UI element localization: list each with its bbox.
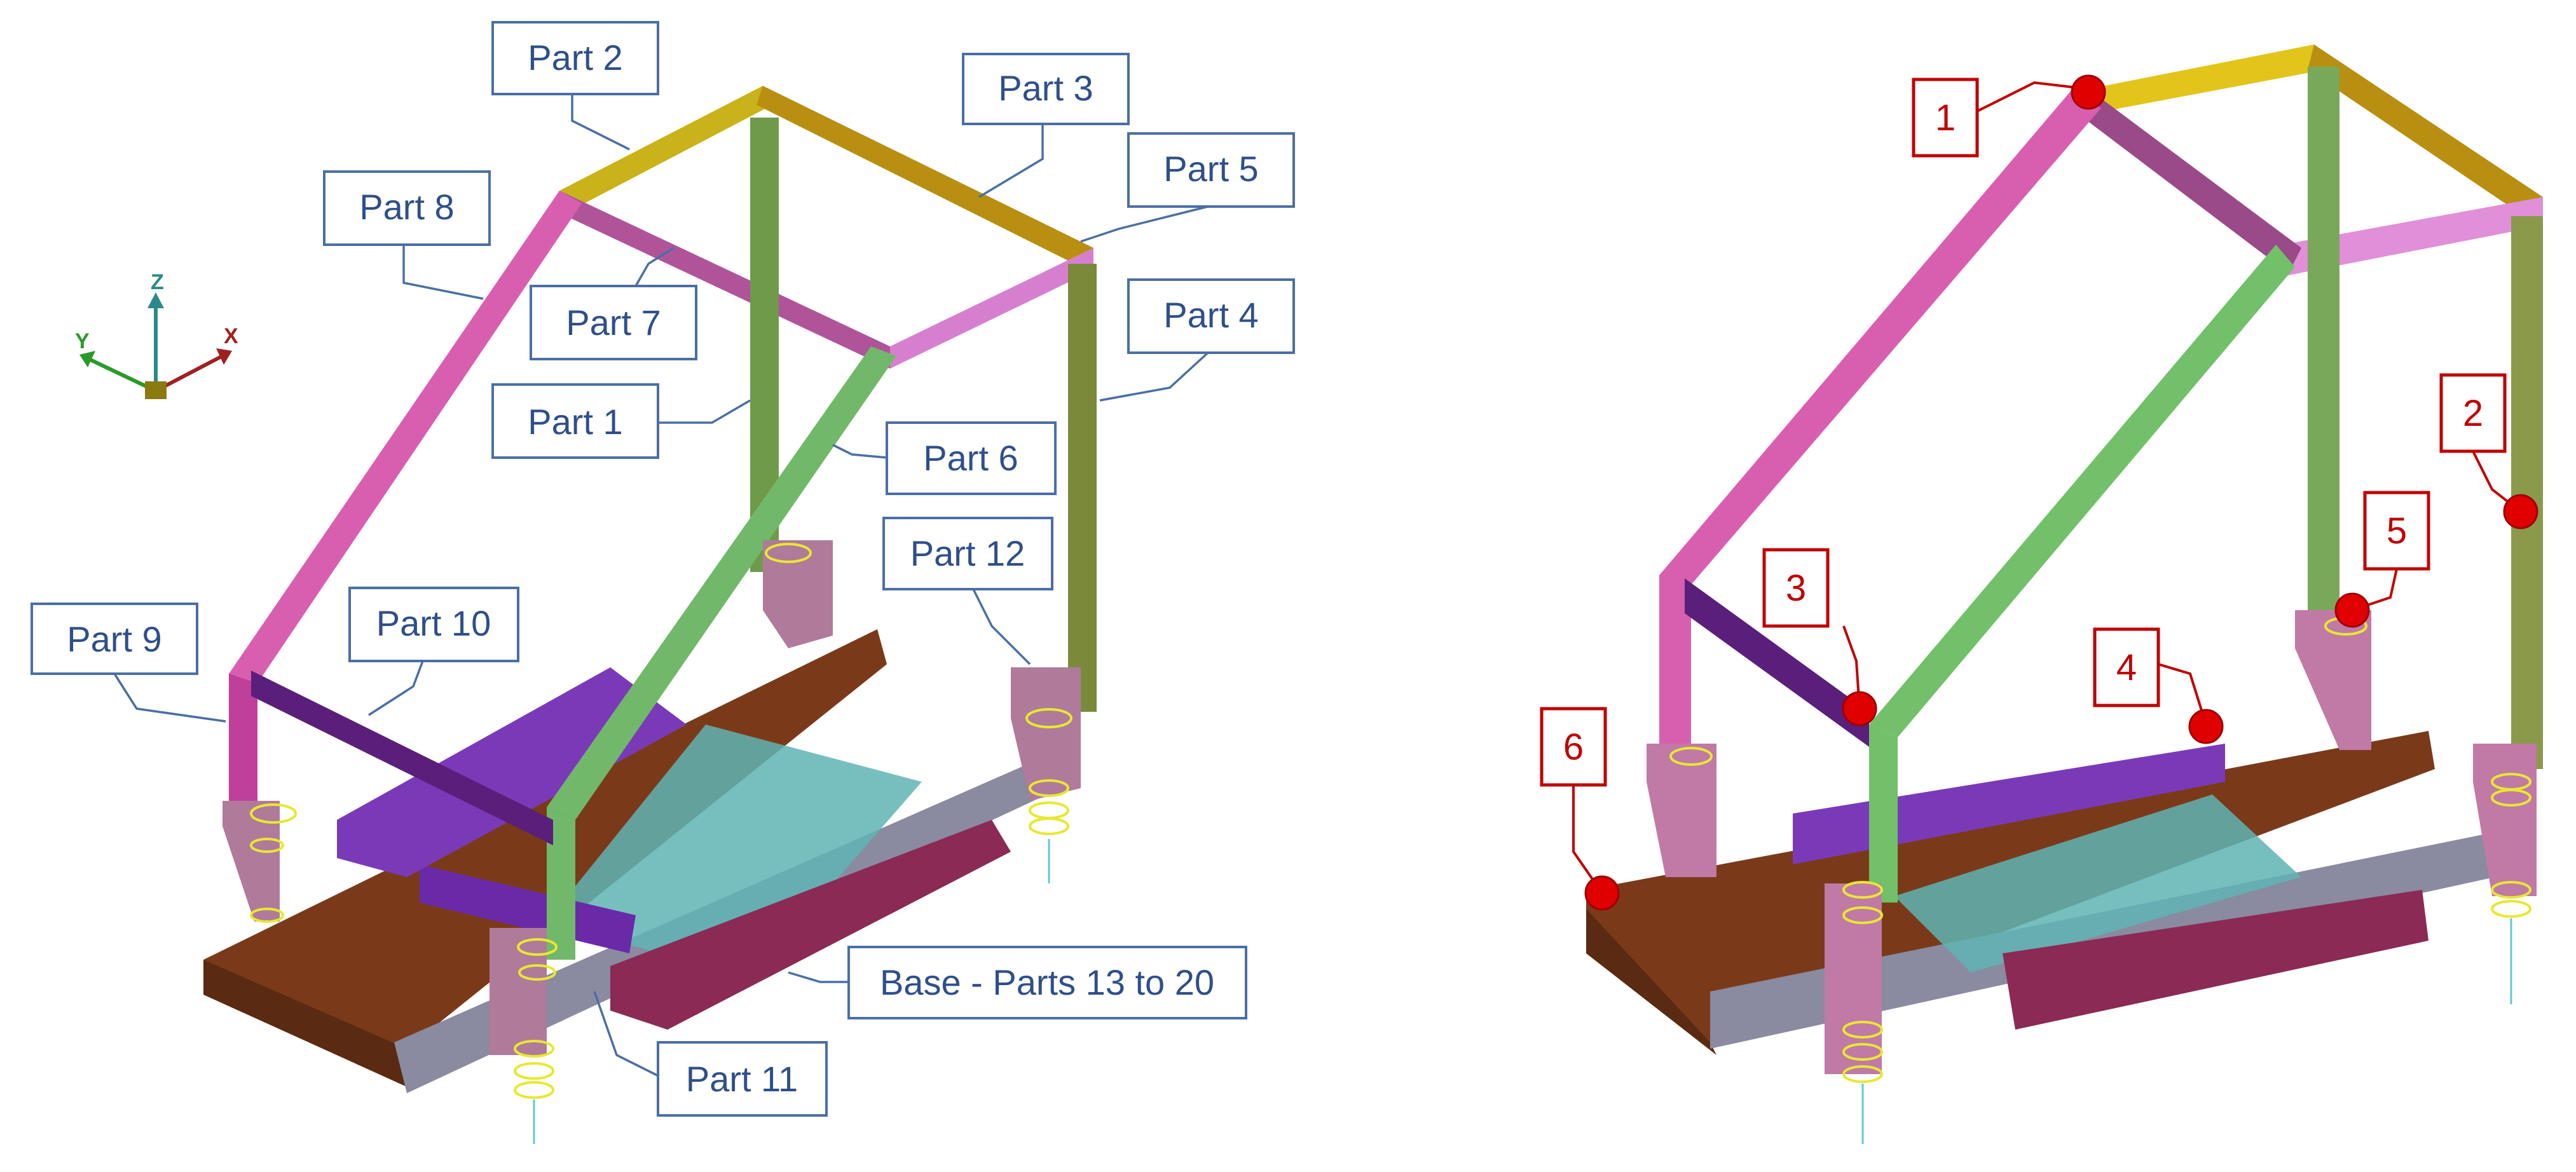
pad-right — [1011, 667, 1081, 801]
pad-back — [763, 540, 833, 648]
right-pad-center — [1825, 883, 1882, 1074]
svg-text:1: 1 — [1935, 97, 1956, 139]
right-part7-beam — [2079, 89, 2301, 273]
right-markers: 1 2 3 4 5 6 — [1540, 74, 2538, 911]
axis-z-label: Z — [151, 270, 164, 294]
right-part10-beam — [1685, 578, 1869, 747]
right-part2-beam — [2088, 44, 2324, 111]
part9-column — [229, 674, 257, 820]
callout-part2: Part 2 — [491, 21, 659, 151]
svg-text:Part 2: Part 2 — [528, 37, 622, 78]
part4-column — [1068, 264, 1097, 712]
callout-part12: Part 12 — [882, 517, 1053, 665]
right-pad-right — [2473, 744, 2537, 896]
right-purple-block — [1793, 744, 2225, 864]
callout-part8: Part 8 — [323, 170, 491, 300]
callout-part3: Part 3 — [962, 53, 1130, 198]
right-part4-column — [2511, 216, 2543, 769]
axis-triad: Z Y X — [75, 270, 238, 399]
right-part6-lower — [1869, 725, 1898, 903]
svg-text:6: 6 — [1563, 726, 1584, 768]
marker-1: 1 — [1912, 74, 2106, 158]
base-teal — [547, 725, 922, 979]
callout-part9: Part 9 — [31, 603, 226, 723]
spring-elements — [250, 543, 1072, 1099]
right-part8-diagonal — [1659, 89, 2101, 585]
right-part3-beam — [2308, 44, 2543, 222]
svg-text:Part 12: Part 12 — [910, 533, 1025, 573]
right-part6-diagonal — [1869, 245, 2295, 737]
part1-column — [750, 118, 779, 572]
svg-text:Part 8: Part 8 — [359, 187, 454, 227]
right-base-maroon-beam — [2003, 890, 2429, 1030]
base-maroon-beam — [610, 820, 1011, 1030]
callout-base: Base - Parts 13 to 20 — [788, 946, 1247, 1019]
left-callouts: Part 2 Part 3 Part 5 Part 8 Part 7 Part … — [31, 21, 1295, 1117]
right-base-teal — [1894, 794, 2301, 972]
part10-beam — [251, 671, 553, 845]
callout-part6: Part 6 — [832, 421, 1057, 495]
svg-text:Base - Parts 13 to 20: Base - Parts 13 to 20 — [880, 962, 1214, 1002]
svg-text:Part 11: Part 11 — [686, 1059, 798, 1099]
marker-6: 6 — [1540, 707, 1620, 911]
pad-center-front — [490, 928, 547, 1055]
base-purple-block — [337, 667, 687, 877]
svg-text:Part 9: Part 9 — [67, 619, 161, 659]
right-pad-back — [2295, 610, 2371, 750]
part5-beam — [890, 248, 1093, 369]
svg-text:Part 3: Part 3 — [998, 68, 1093, 108]
pad-left — [223, 801, 280, 922]
part6-diagonal — [547, 346, 896, 820]
svg-text:5: 5 — [2387, 510, 2407, 552]
svg-text:Part 4: Part 4 — [1163, 295, 1258, 335]
marker-3: 3 — [1762, 548, 1877, 726]
right-pad-left — [1647, 744, 1716, 877]
left-view-model — [203, 86, 1097, 1144]
right-part9-column — [1659, 575, 1691, 750]
callout-part4: Part 4 — [1099, 278, 1295, 402]
axis-x-label: X — [224, 324, 238, 348]
right-view-model — [1586, 44, 2543, 1144]
callout-part11: Part 11 — [593, 991, 828, 1117]
svg-text:Part 5: Part 5 — [1163, 149, 1258, 189]
svg-text:2: 2 — [2463, 393, 2483, 434]
right-part1-column — [2308, 67, 2340, 617]
svg-text:Part 10: Part 10 — [376, 603, 491, 643]
callout-part10: Part 10 — [348, 587, 519, 716]
part8-diagonal — [229, 191, 582, 683]
axis-y-label: Y — [75, 329, 90, 353]
part6-lower — [547, 807, 575, 960]
svg-text:Part 7: Part 7 — [566, 303, 661, 343]
part7-beam — [559, 191, 890, 369]
part11-beam — [420, 864, 636, 953]
svg-text:Part 1: Part 1 — [528, 402, 622, 442]
callout-part5: Part 5 — [1080, 132, 1295, 243]
callout-part1: Part 1 — [491, 383, 751, 459]
svg-text:4: 4 — [2116, 647, 2137, 688]
svg-text:Part 6: Part 6 — [923, 438, 1018, 478]
part2-beam — [559, 86, 772, 210]
svg-text:3: 3 — [1786, 568, 1806, 609]
part3-beam — [757, 86, 1093, 267]
right-part5-beam — [2282, 197, 2543, 276]
marker-2: 2 — [2439, 373, 2538, 529]
callout-part7: Part 7 — [530, 247, 697, 360]
marker-5: 5 — [2334, 491, 2430, 628]
marker-4: 4 — [2093, 627, 2224, 744]
